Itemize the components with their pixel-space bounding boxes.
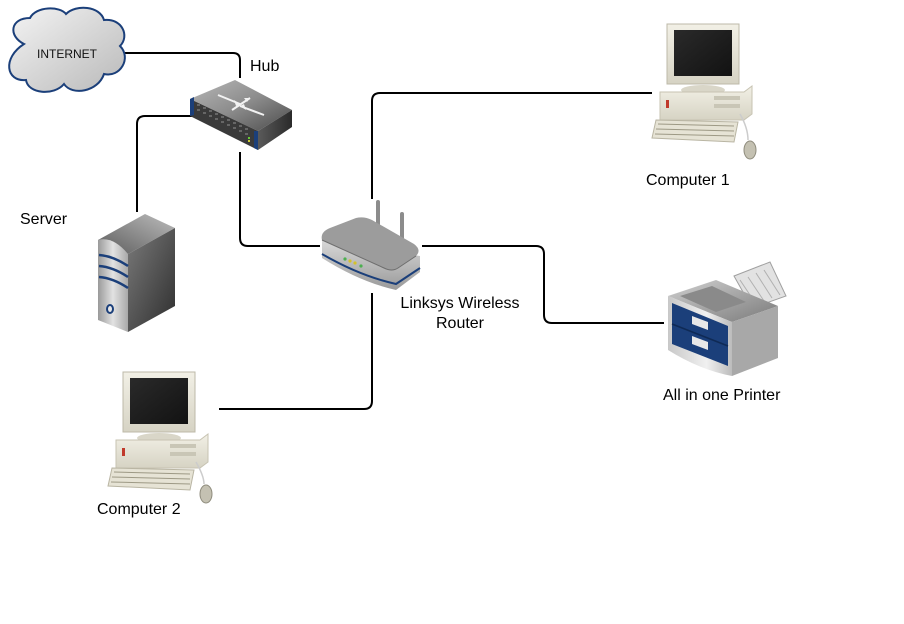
router-label: Linksys Wireless Router <box>392 294 528 334</box>
hub-label: Hub <box>250 58 280 75</box>
cloud-icon <box>8 6 126 93</box>
wire-internet-hub <box>124 52 241 78</box>
wire-router-computer2 <box>219 293 373 410</box>
computer2-label: Computer 2 <box>97 501 181 518</box>
connections <box>124 52 664 410</box>
router-label-line2: Router <box>435 315 485 332</box>
computer1-label: Computer 1 <box>646 172 730 189</box>
wire-hub-router <box>239 152 320 247</box>
internet-label: INTERNET <box>37 47 97 61</box>
server-tower-icon <box>98 214 175 332</box>
server-label: Server <box>20 211 68 228</box>
desktop-computer-icon <box>651 23 757 160</box>
printer-label: All in one Printer <box>663 387 781 404</box>
wire-hub-server <box>136 115 196 212</box>
wire-router-printer <box>422 245 664 324</box>
wireless-router-icon <box>321 200 421 290</box>
printer-icon <box>668 261 787 376</box>
network-hub-icon <box>190 80 292 150</box>
wire-router-computer1 <box>371 92 652 199</box>
desktop-computer-icon <box>107 371 213 504</box>
router-label-line1: Linksys Wireless <box>400 295 520 312</box>
